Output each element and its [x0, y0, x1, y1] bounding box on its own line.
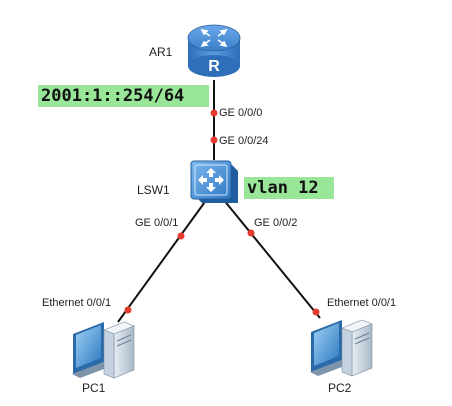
pc2-port-label: Ethernet 0/0/1 — [327, 297, 397, 309]
pc1-name: PC1 — [82, 381, 106, 395]
switch-uplink-port-label: GE 0/0/24 — [219, 135, 269, 147]
link-switch-pc1 — [117, 198, 208, 323]
port-dot-pc2-eth0-0-1 — [312, 308, 320, 316]
ipv6-address-label: 2001:1::254/64 — [38, 85, 209, 107]
switch-port-pc2-label: GE 0/0/2 — [254, 217, 298, 229]
router-port-label: GE 0/0/0 — [219, 107, 263, 119]
port-dot-lsw1-ge0-0-2 — [247, 229, 255, 237]
router-name: AR1 — [149, 45, 173, 59]
pc2-name: PC2 — [328, 381, 352, 395]
vlan-label: vlan 12 — [244, 177, 334, 199]
pc1-port-label: Ethernet 0/0/1 — [42, 297, 112, 309]
link-switch-pc2 — [222, 198, 321, 319]
switch-port-pc1-label: GE 0/0/1 — [135, 217, 179, 229]
port-dot-pc1-eth0-0-1 — [124, 306, 132, 314]
svg-text:R: R — [208, 58, 220, 75]
pc-icon[interactable] — [310, 319, 373, 377]
port-dot-lsw1-ge0-0-1 — [177, 232, 185, 240]
pc-icon[interactable] — [72, 321, 135, 379]
port-dot-ar1-ge0-0-0 — [210, 109, 218, 117]
router-icon[interactable]: R — [187, 24, 241, 77]
port-dot-lsw1-ge0-0-24 — [210, 136, 218, 144]
switch-name: LSW1 — [137, 183, 170, 197]
switch-icon[interactable] — [190, 160, 238, 203]
